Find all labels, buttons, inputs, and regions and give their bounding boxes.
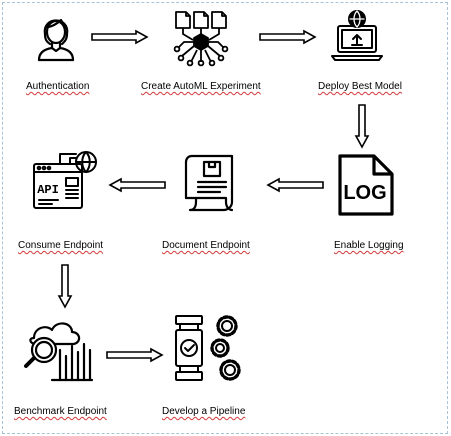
laptop-deploy-icon [330, 10, 384, 62]
arrow-left-1 [266, 177, 324, 193]
step-label-document-endpoint: Document Endpoint [162, 240, 250, 251]
step-label-consume-endpoint: Consume Endpoint [18, 240, 104, 251]
arrow-right-2 [259, 29, 317, 45]
arrow-right-1 [91, 29, 149, 45]
log-file-icon: LOG [334, 152, 398, 218]
step-label-create-automl: Create AutoML Experiment [141, 81, 261, 92]
step-label-develop-pipeline: Develop a Pipeline [162, 406, 246, 417]
automl-network-icon [172, 10, 230, 67]
arrow-right-3 [106, 347, 164, 363]
step-label-enable-logging: Enable Logging [334, 240, 404, 251]
arrow-left-2 [108, 177, 166, 193]
step-label-deploy-best-model: Deploy Best Model [318, 81, 402, 92]
arrow-down-2 [57, 264, 73, 309]
document-icon [184, 152, 238, 214]
api-icon: API [30, 150, 100, 212]
pipeline-gears-icon [172, 314, 244, 384]
svg-text:API: API [37, 183, 59, 197]
user-icon [36, 10, 76, 62]
diagram-frame [2, 2, 448, 434]
arrow-down-1 [354, 104, 370, 149]
step-label-authentication: Authentication [26, 81, 90, 92]
step-label-benchmark-endpoint: Benchmark Endpoint [14, 406, 107, 417]
benchmark-chart-icon [22, 316, 94, 384]
svg-text:LOG: LOG [343, 182, 386, 204]
